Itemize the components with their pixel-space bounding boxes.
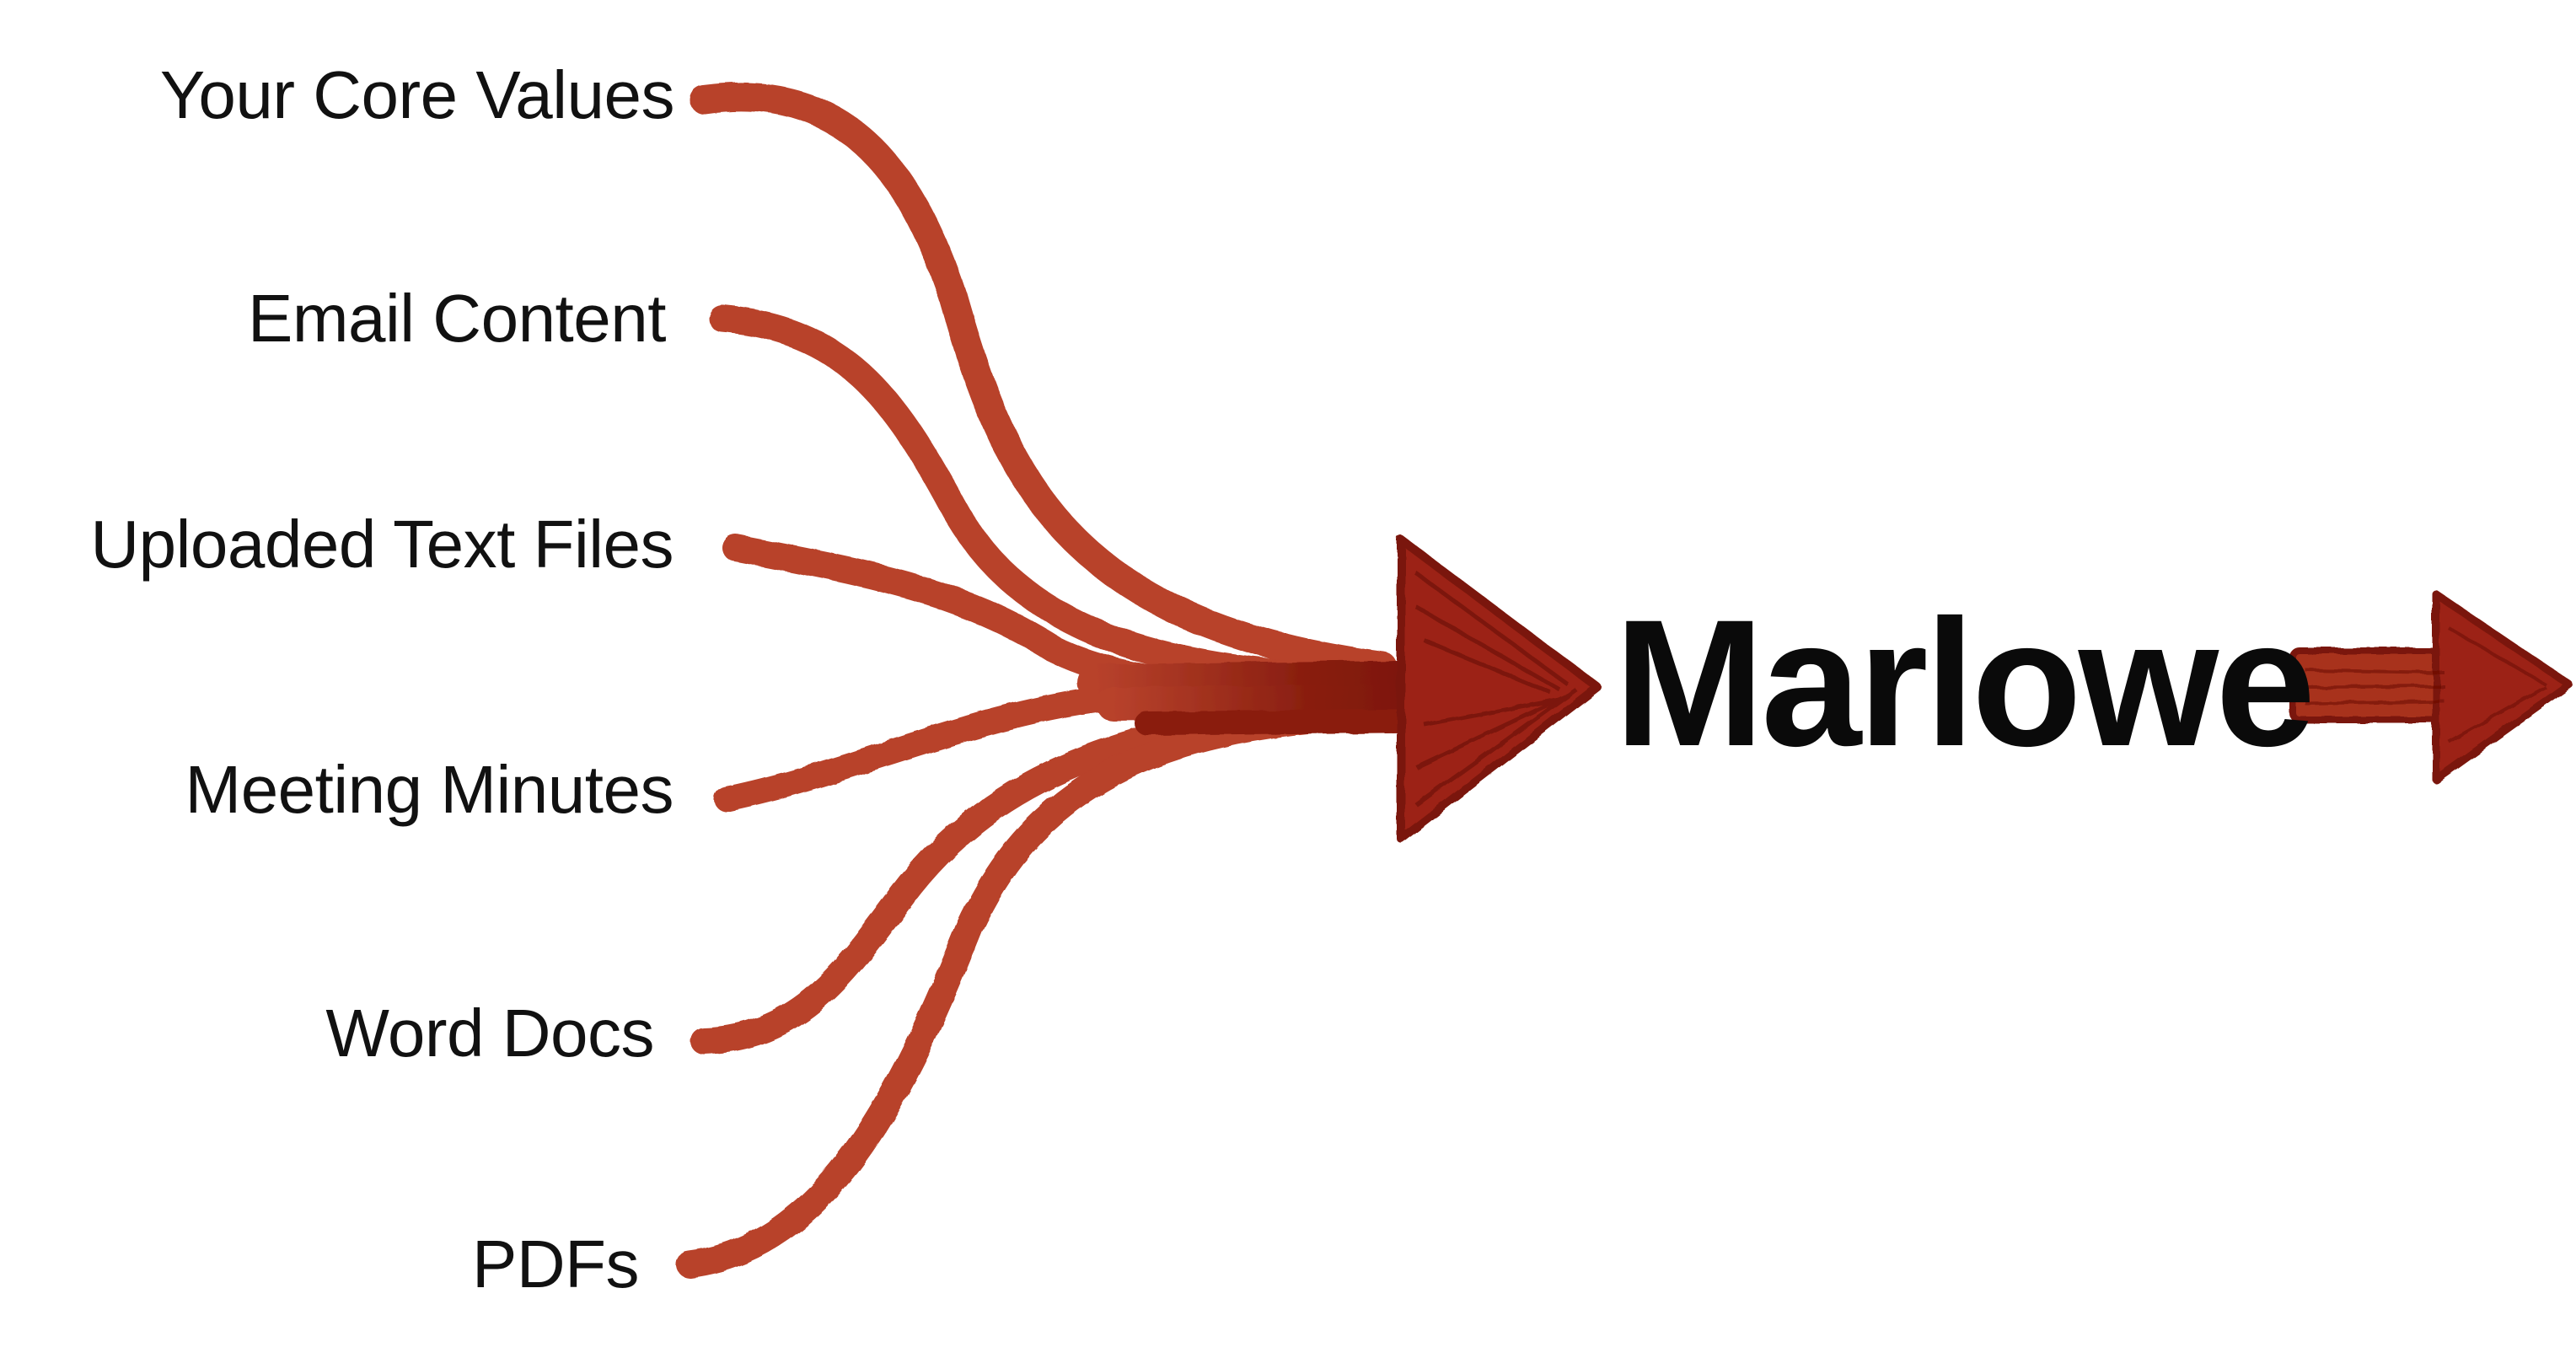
main-arrowhead xyxy=(1397,535,1602,843)
trunk-stroke xyxy=(1096,684,1450,721)
output-arrowhead xyxy=(2432,590,2573,784)
branch-core-values xyxy=(690,82,1397,680)
source-label-pdfs: PDFs xyxy=(472,1226,640,1302)
source-label-core-values: Your Core Values xyxy=(159,57,675,132)
source-label-uploaded-text-files: Uploaded Text Files xyxy=(90,507,674,582)
source-label-word-docs: Word Docs xyxy=(325,996,654,1071)
source-label-email-content: Email Content xyxy=(248,281,666,356)
branch-word-docs xyxy=(690,693,1396,1055)
branch-pdfs xyxy=(676,701,1396,1278)
source-label-meeting-minutes: Meeting Minutes xyxy=(185,752,674,827)
target-label-marlowe: Marlowe xyxy=(1614,582,2316,784)
trunk-stroke xyxy=(1135,709,1445,735)
branch-email-content xyxy=(709,305,1396,692)
trunk-stroke xyxy=(1077,660,1452,701)
